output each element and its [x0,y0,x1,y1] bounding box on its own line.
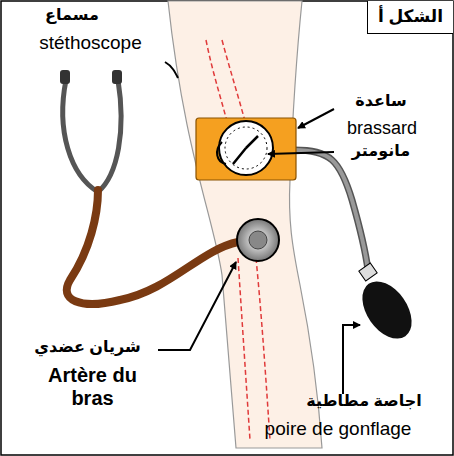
inflation-bulb [352,272,421,347]
arm [168,1,322,448]
label-fr: stéthoscope [8,32,173,54]
label-ar: مسماع [22,6,122,24]
manometer [219,121,273,175]
cuff [196,118,296,180]
air-tube [294,150,368,270]
stethoscope [63,80,238,304]
label-ar: ساعدة [326,92,436,110]
label-fr: Artère du bras [30,364,155,410]
label-ar: اجاصة مطاطية [280,392,448,410]
leader-line [158,62,360,394]
label-fr: poire de gonflage [226,418,450,440]
valve [359,263,377,281]
label-ar: شريان عضدي [20,338,155,356]
label-ar: مانومتر [326,142,436,160]
label-fr: brassard [322,118,442,139]
chest-piece [237,219,279,261]
figure-title: الشكل أ [367,1,453,34]
